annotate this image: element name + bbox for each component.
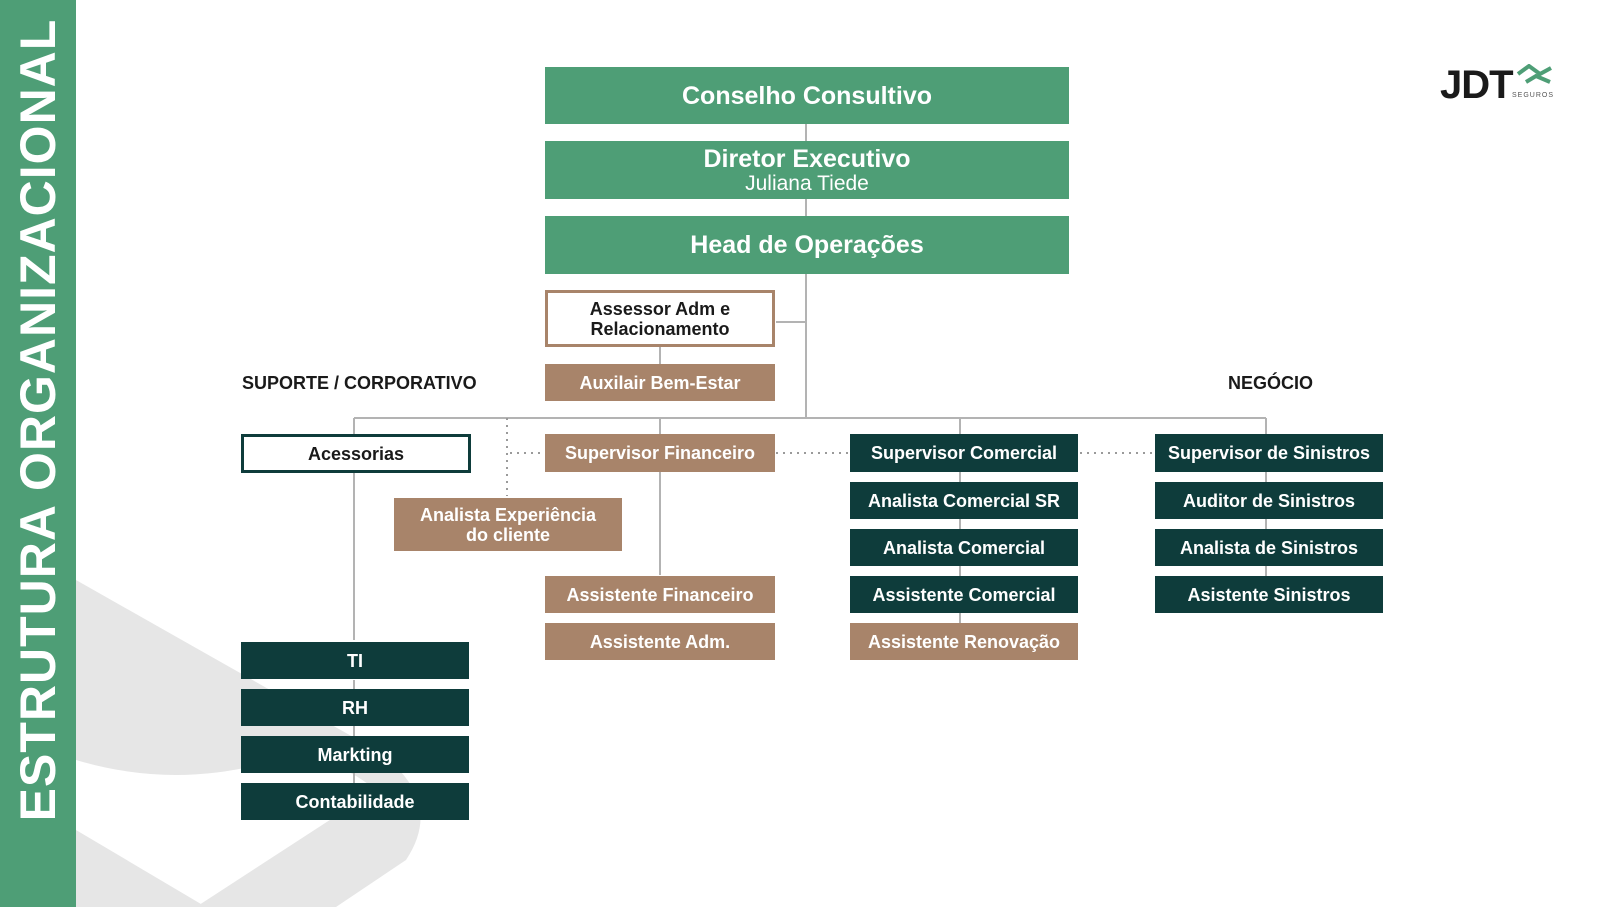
node-assistente-renovacao: Assistente Renovação xyxy=(850,623,1078,660)
logo-brand: JDT xyxy=(1440,63,1514,107)
logo-subtitle: SEGUROS xyxy=(1512,92,1555,99)
node-label: Analista Experiência do cliente xyxy=(419,504,597,545)
node-label: Contabilidade xyxy=(295,791,415,812)
node-supervisor-comercial: Supervisor Comercial xyxy=(850,434,1078,472)
node-label: Supervisor Comercial xyxy=(870,443,1058,463)
node-label: TI xyxy=(347,650,363,671)
sidebar: ESTRUTURA ORGANIZACIONAL xyxy=(0,0,76,907)
node-label: Assistente Renovação xyxy=(867,631,1061,652)
node-label: Assessor Adm e Relacionamento xyxy=(589,298,731,339)
node-acessorias: Acessorias xyxy=(241,434,471,473)
node-analista-comercial: Analista Comercial xyxy=(850,529,1078,566)
node-auxiliar-bem-estar: Auxilair Bem-Estar xyxy=(545,364,775,401)
node-assistente-adm: Assistente Adm. xyxy=(545,623,775,660)
node-label: Analista de Sinistros xyxy=(1179,537,1359,558)
node-label: Conselho Consultivo xyxy=(682,81,932,110)
node-label: Auditor de Sinistros xyxy=(1182,490,1355,511)
node-analista-experiencia: Analista Experiência do cliente xyxy=(394,498,622,551)
node-label: Acessorias xyxy=(307,443,405,464)
node-assistente-financeiro: Assistente Financeiro xyxy=(545,576,775,613)
node-label: Analista Comercial xyxy=(882,537,1046,558)
node-ti: TI xyxy=(241,642,469,679)
node-label: Analista Comercial SR xyxy=(867,490,1061,511)
node-supervisor-financeiro: Supervisor Financeiro xyxy=(545,434,775,472)
node-conselho-consultivo: Conselho Consultivo xyxy=(545,67,1069,124)
node-head-operacoes: Head de Operações xyxy=(545,216,1069,274)
node-contabilidade: Contabilidade xyxy=(241,783,469,820)
node-assessor-adm: Assessor Adm e Relacionamento xyxy=(545,290,775,347)
node-label: Diretor Executivo xyxy=(703,145,911,173)
node-label: RH xyxy=(342,697,368,718)
node-auditor-sinistros: Auditor de Sinistros xyxy=(1155,482,1383,519)
section-label-suporte: SUPORTE / CORPORATIVO xyxy=(242,373,477,393)
company-logo: JDT SEGUROS xyxy=(1440,62,1560,108)
node-rh: RH xyxy=(241,689,469,726)
node-label: Supervisor Financeiro xyxy=(564,443,756,463)
node-analista-sinistros: Analista de Sinistros xyxy=(1155,529,1383,566)
node-marketing: Markting xyxy=(241,736,469,773)
node-label: Assistente Financeiro xyxy=(566,584,754,605)
node-analista-comercial-sr: Analista Comercial SR xyxy=(850,482,1078,519)
node-label: Head de Operações xyxy=(690,231,924,259)
node-label: Markting xyxy=(317,744,393,765)
node-label: Supervisor de Sinistros xyxy=(1167,443,1371,463)
node-label: Assistente Adm. xyxy=(589,631,731,652)
node-asistente-sinistros: Asistente Sinistros xyxy=(1155,576,1383,613)
section-label-negocio: NEGÓCIO xyxy=(1228,373,1314,393)
node-assistente-comercial: Assistente Comercial xyxy=(850,576,1078,613)
node-label: Asistente Sinistros xyxy=(1187,584,1351,605)
logo-chevron-icon xyxy=(1516,64,1552,84)
node-label: Assistente Comercial xyxy=(872,584,1056,605)
node-person-name: Juliana Tiede xyxy=(745,172,869,195)
node-label: Auxilair Bem-Estar xyxy=(579,372,741,393)
node-supervisor-sinistros: Supervisor de Sinistros xyxy=(1155,434,1383,472)
node-diretor-executivo: Diretor Executivo Juliana Tiede xyxy=(545,141,1069,199)
